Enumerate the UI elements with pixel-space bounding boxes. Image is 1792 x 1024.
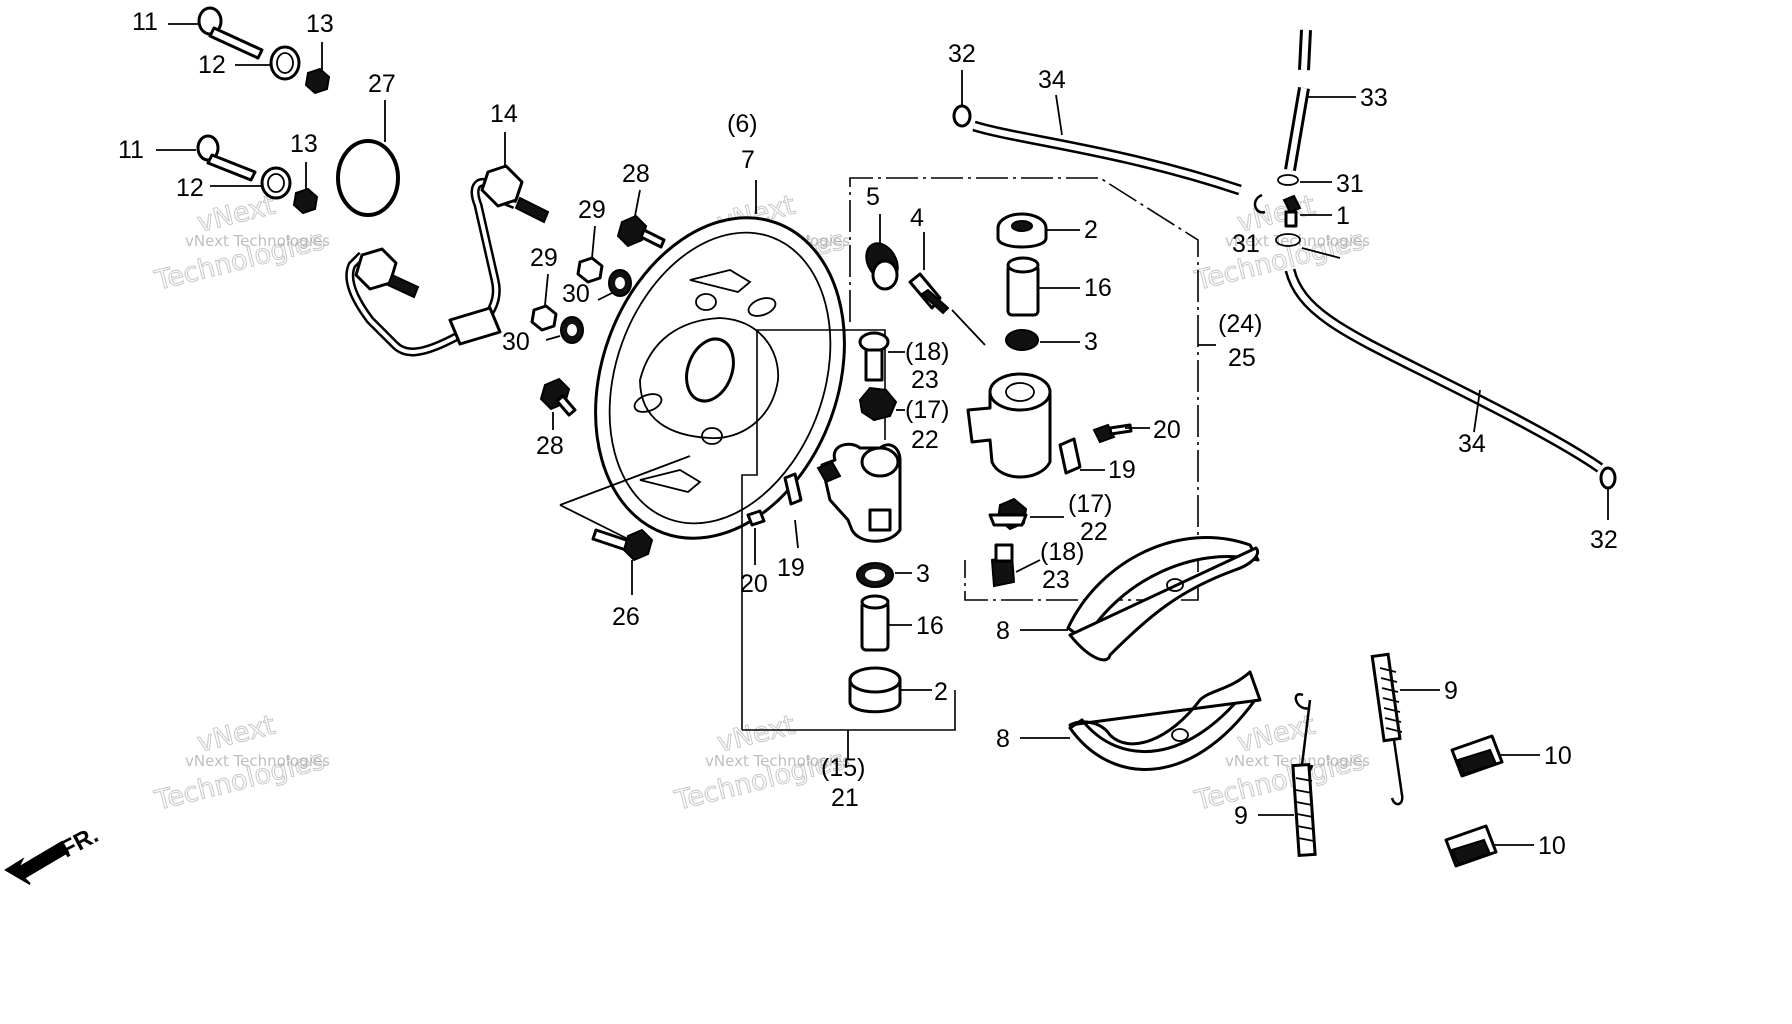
callout-label: 9 (1444, 677, 1458, 705)
callout-label: 31 (1336, 170, 1364, 198)
callout-label: 29 (530, 244, 558, 272)
callout-label: 30 (562, 280, 590, 308)
banjo-bolt-lower (156, 134, 319, 215)
callout-label: 14 (490, 100, 518, 128)
brake-cable-33 (1284, 29, 1356, 171)
callout-label: 22 (1080, 518, 1108, 546)
callout-label: 20 (740, 570, 768, 598)
cable-adjuster-1 (1253, 174, 1341, 259)
callout-label: 34 (1038, 66, 1066, 94)
callout-label: 3 (916, 560, 930, 588)
callout-label: 22 (911, 426, 939, 454)
callout-label: 25 (1228, 344, 1256, 372)
wheel-cylinder-right (966, 212, 1150, 588)
callout-label: 8 (996, 617, 1010, 645)
callout-label: 21 (831, 784, 859, 812)
o-ring-27 (336, 100, 400, 217)
callout-label: 4 (910, 204, 924, 232)
callout-label: 9 (1234, 802, 1248, 830)
front-direction-arrow: FR. (4, 821, 103, 885)
callout-label: 12 (176, 174, 204, 202)
callout-label: 20 (1153, 416, 1181, 444)
callout-label: 12 (198, 51, 226, 79)
callout-label: 8 (996, 725, 1010, 753)
callout-label: (18) (905, 338, 949, 366)
callout-label: 23 (1042, 566, 1070, 594)
callout-label: 19 (1108, 456, 1136, 484)
callout-label: (17) (905, 396, 949, 424)
watermark-bottom-left: vNext vNext Technologies Technologies (151, 709, 330, 817)
callout-label: 19 (777, 554, 805, 582)
svg-text:vNext Technologies: vNext Technologies (1225, 232, 1370, 250)
callout-label: 28 (536, 432, 564, 460)
callout-label: 31 (1232, 230, 1260, 258)
callout-label: 7 (741, 146, 755, 174)
bolts-28 (539, 189, 666, 430)
callout-label: 10 (1538, 832, 1566, 860)
svg-text:vNext Technologies: vNext Technologies (185, 752, 330, 770)
callout-label: (6) (727, 110, 758, 138)
callout-label: 26 (612, 603, 640, 631)
brake-shoe-lower (1020, 670, 1262, 771)
callout-label: 23 (911, 366, 939, 394)
brake-cable-lower (1284, 268, 1617, 520)
bolt-26 (559, 455, 691, 595)
brake-backing-plate (594, 180, 846, 540)
bleeder-parts (865, 214, 986, 346)
callout-label: 1 (1336, 202, 1350, 230)
callout-label: 13 (306, 10, 334, 38)
callout-label: 10 (1544, 742, 1572, 770)
callout-label: (17) (1068, 490, 1112, 518)
callout-label: 32 (948, 40, 976, 68)
callout-label: 2 (934, 678, 948, 706)
banjo-bolt-upper (168, 6, 331, 95)
front-direction-label: FR. (56, 821, 103, 863)
callout-label: 28 (622, 160, 650, 188)
callout-label: 13 (290, 130, 318, 158)
callout-label: 11 (118, 136, 144, 164)
callout-label: 33 (1360, 84, 1388, 112)
callout-label: (18) (1040, 538, 1084, 566)
shoe-clips (1444, 734, 1540, 868)
assembly-box-24 (849, 177, 1216, 601)
callout-label: 11 (132, 8, 158, 36)
callout-label: (24) (1218, 310, 1262, 338)
callout-label: 30 (502, 328, 530, 356)
brake-pipe-14 (345, 132, 550, 357)
callout-label: (15) (821, 754, 865, 782)
callout-label: 2 (1084, 216, 1098, 244)
callout-label: 27 (368, 70, 396, 98)
svg-text:vNext Technologies: vNext Technologies (1225, 752, 1370, 770)
wheel-cylinder-left (746, 331, 932, 714)
callout-label: 5 (866, 183, 880, 211)
svg-text:vNext Technologies: vNext Technologies (705, 752, 850, 770)
callout-labels: 11 12 13 11 12 13 27 14 29 29 30 30 28 2… (118, 8, 1618, 860)
callout-label: 32 (1590, 526, 1618, 554)
callout-label: 16 (1084, 274, 1112, 302)
callout-label: 34 (1458, 430, 1486, 458)
nuts-and-washers (530, 225, 632, 344)
callout-label: 16 (916, 612, 944, 640)
callout-label: 29 (578, 196, 606, 224)
brake-shoe-upper (1020, 536, 1260, 662)
svg-text:vNext Technologies: vNext Technologies (185, 232, 330, 250)
callout-label: 3 (1084, 328, 1098, 356)
brake-cable-upper (952, 70, 1242, 196)
return-springs (1258, 652, 1440, 858)
